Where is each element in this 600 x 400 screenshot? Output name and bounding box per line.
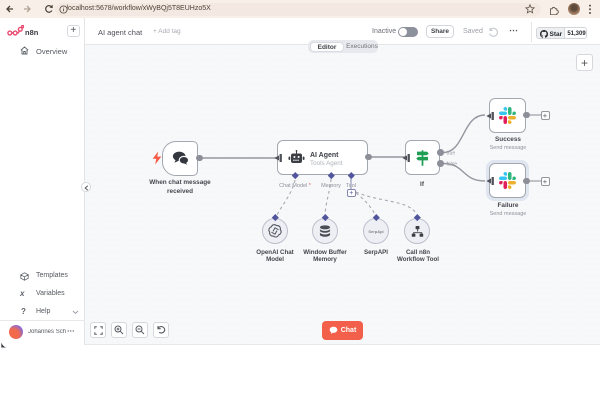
svg-text:true: true [447,151,456,157]
svg-text:false: false [447,162,458,168]
